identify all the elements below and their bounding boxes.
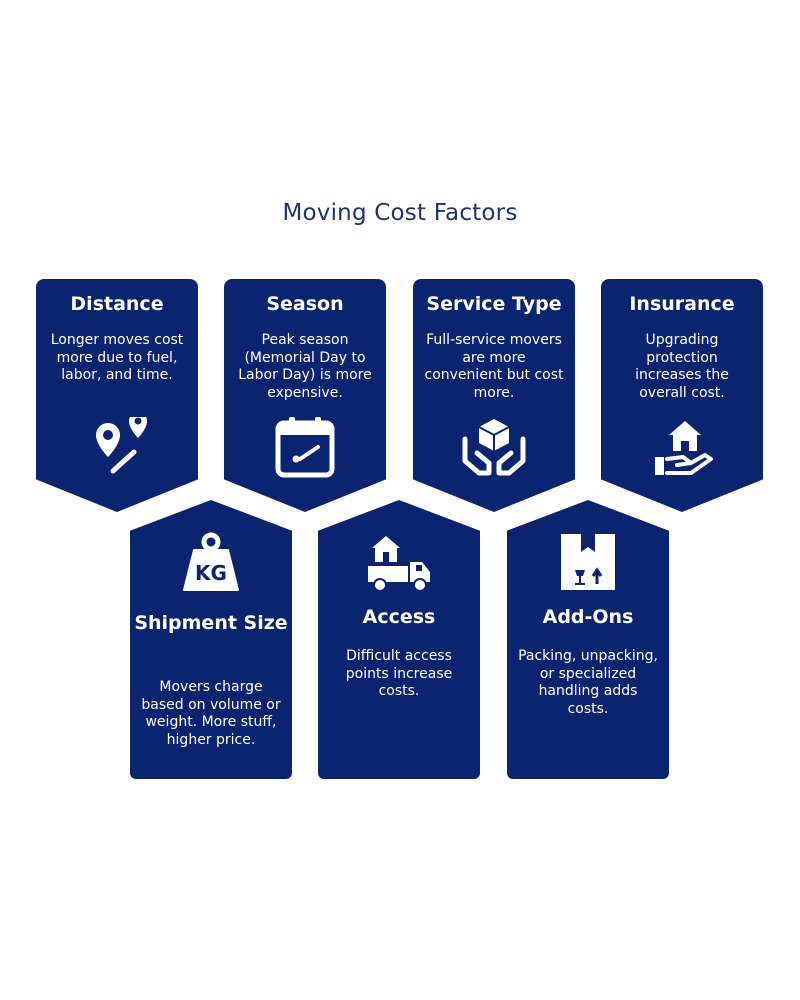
calendar-icon — [270, 417, 340, 479]
card-title: Distance — [70, 293, 164, 315]
moving-truck-icon — [364, 532, 434, 594]
fragile-box-icon — [553, 532, 623, 594]
hand-house-icon — [647, 417, 717, 479]
card-access: Access Difficult access points increase … — [318, 500, 480, 779]
hands-box-icon — [459, 417, 529, 479]
card-description: Peak season (Memorial Day to Labor Day) … — [238, 332, 372, 401]
kg-label: KG — [195, 561, 227, 585]
card-description: Full-service movers are more convenient … — [424, 332, 564, 401]
card-title: Service Type — [426, 293, 562, 315]
card-title: Shipment Size — [134, 612, 288, 634]
card-service-type: Service Type Full-service movers are mor… — [413, 279, 575, 512]
page-title: Moving Cost Factors — [282, 200, 518, 226]
card-title: Access — [362, 606, 436, 628]
card-title: Insurance — [629, 293, 735, 315]
card-add-ons: Add-Ons Packing, unpacking, or specializ… — [507, 500, 669, 779]
map-pins-route-icon — [82, 412, 152, 479]
card-description: Longer moves cost more due to fuel, labo… — [50, 332, 184, 383]
card-insurance: Insurance Upgrading protection increases… — [601, 279, 763, 512]
card-description: Upgrading protection increases the overa… — [635, 332, 729, 401]
card-description: Packing, unpacking, or specialized handl… — [518, 648, 658, 717]
card-season: Season Peak season (Memorial Day to Labo… — [224, 279, 386, 512]
card-distance: Distance Longer moves cost more due to f… — [36, 279, 198, 512]
kg-weight-icon: KG — [176, 532, 246, 594]
card-title: Season — [266, 293, 344, 315]
card-shipment-size: KG Shipment Size Movers charge based on … — [130, 500, 292, 779]
card-description: Difficult access points increase costs. — [345, 648, 453, 699]
card-description: Movers charge based on volume or weight.… — [141, 679, 281, 748]
card-title: Add-Ons — [542, 606, 634, 628]
